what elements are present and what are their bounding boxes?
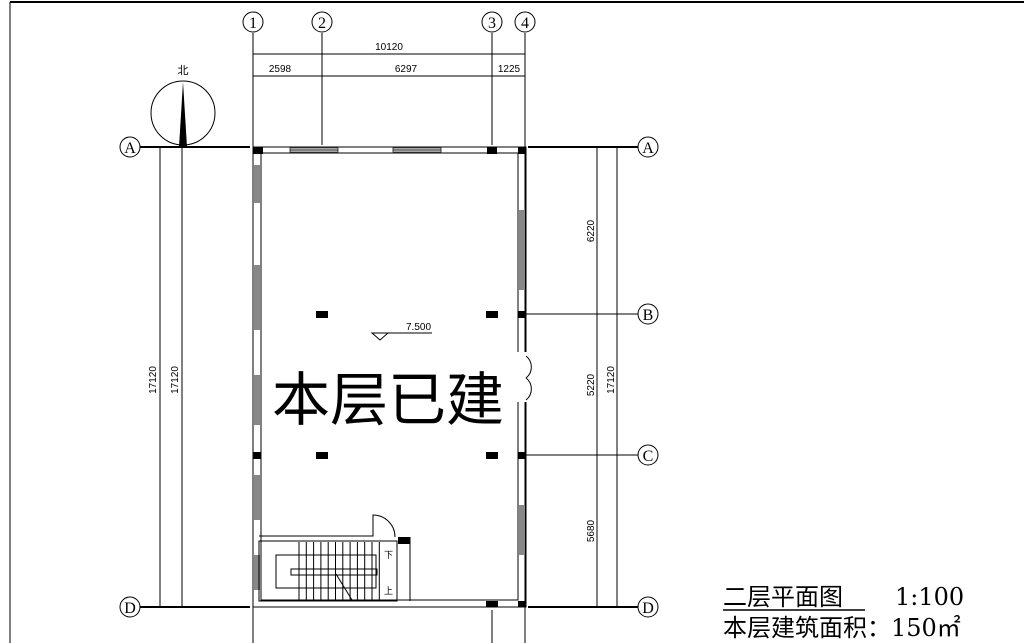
svg-text:北: 北 (178, 64, 189, 77)
svg-text:下: 下 (384, 551, 393, 561)
svg-text:D: D (642, 600, 654, 617)
svg-text:1225: 1225 (498, 64, 521, 75)
axis-B: B (526, 303, 659, 325)
svg-text:17120: 17120 (606, 366, 617, 394)
axis-C: C (526, 444, 659, 466)
svg-text:D: D (124, 600, 136, 617)
svg-text:本层建筑面积：150㎡: 本层建筑面积：150㎡ (723, 614, 961, 642)
axis-D: D D (119, 596, 659, 618)
building-walls (252, 146, 532, 608)
svg-text:6297: 6297 (395, 64, 418, 75)
svg-text:10120: 10120 (375, 42, 403, 53)
svg-text:5680: 5680 (586, 519, 597, 542)
svg-text:6220: 6220 (586, 219, 597, 242)
svg-text:2: 2 (318, 15, 326, 32)
axis-3: 3 (481, 11, 503, 643)
axis-2: 2 (311, 11, 333, 145)
svg-text:17120: 17120 (148, 366, 159, 394)
level-mark: 7.500 (370, 322, 432, 341)
built-notice-text: 本层已建 (272, 366, 504, 434)
svg-text:C: C (643, 448, 654, 465)
svg-text:A: A (642, 140, 654, 157)
structural-columns (253, 147, 526, 607)
svg-text:3: 3 (488, 15, 496, 32)
right-dimensions: 6220 5220 5680 17120 (586, 147, 618, 607)
svg-text:4: 4 (521, 15, 529, 32)
svg-text:A: A (124, 140, 136, 157)
svg-text:2598: 2598 (269, 64, 292, 75)
svg-text:1:100: 1:100 (895, 583, 964, 611)
axis-A: A A (119, 136, 659, 158)
svg-text:二层平面图: 二层平面图 (723, 583, 843, 611)
svg-text:5220: 5220 (586, 373, 597, 396)
svg-text:B: B (643, 307, 654, 324)
top-dimensions: 10120 2598 6297 1225 (253, 42, 525, 77)
svg-text:17120: 17120 (170, 366, 181, 394)
north-arrow-icon: 北 (150, 64, 216, 147)
svg-text:7.500: 7.500 (406, 322, 431, 333)
drawing-title: 二层平面图 1:100 本层建筑面积：150㎡ (723, 583, 964, 642)
svg-text:上: 上 (384, 586, 393, 597)
left-dimensions: 17120 17120 (148, 147, 183, 607)
svg-text:1: 1 (249, 15, 257, 32)
staircase: 下 上 (258, 514, 411, 602)
